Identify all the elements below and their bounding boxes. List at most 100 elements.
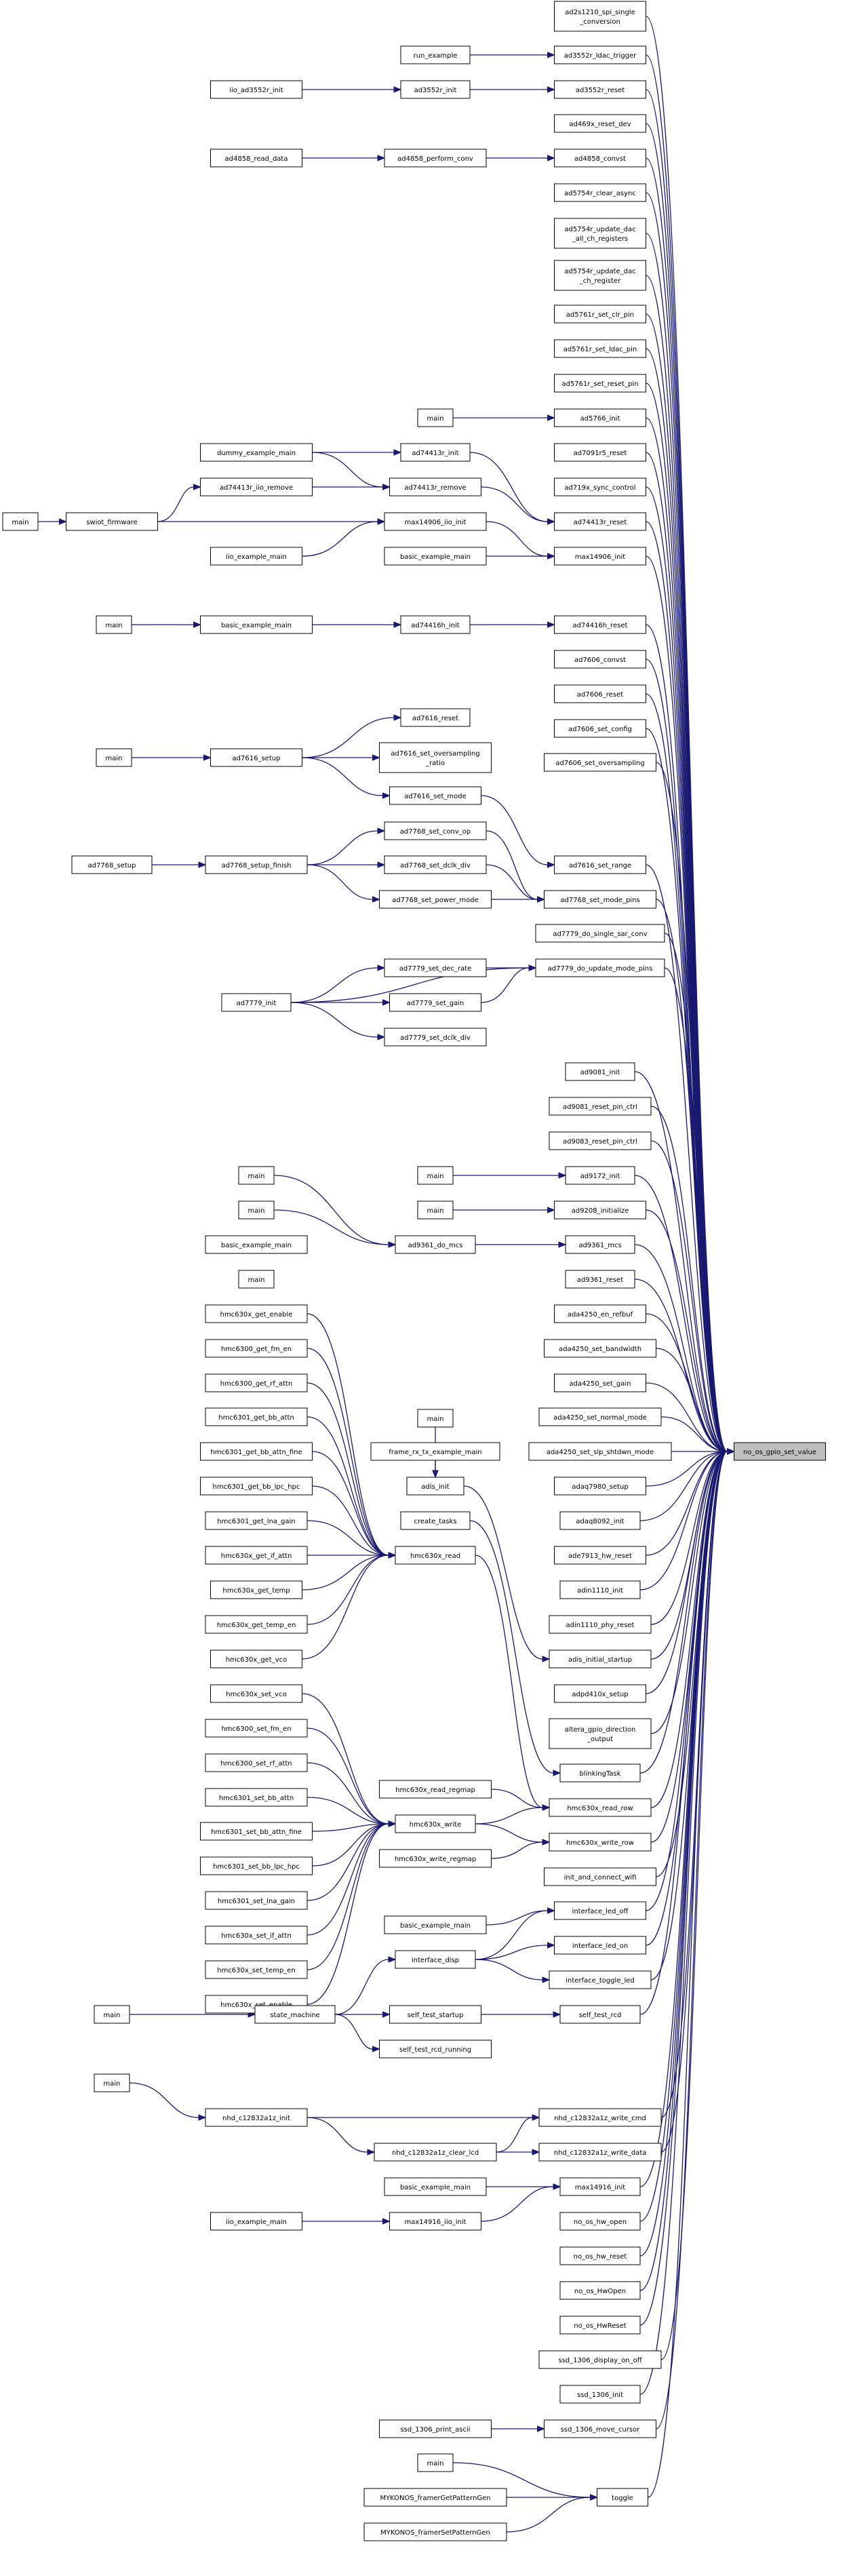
- node-ad9081_reset_pin_ctrl[interactable]: ad9081_reset_pin_ctrl: [549, 1097, 652, 1116]
- node-ad7616_set_oversampling_ratio[interactable]: ad7616_set_oversampling_ratio: [379, 742, 492, 773]
- node-iio_example_main_14916[interactable]: iio_example_main: [210, 2212, 302, 2231]
- node-ada4250_set_bandwidth[interactable]: ada4250_set_bandwidth: [544, 1339, 656, 1358]
- node-hmc630x_write[interactable]: hmc630x_write: [395, 1814, 476, 1833]
- node-interface_led_off[interactable]: interface_led_off: [554, 1901, 646, 1920]
- node-no_os_hw_reset[interactable]: no_os_hw_reset: [559, 2246, 641, 2265]
- node-ad7779_init[interactable]: ad7779_init: [221, 993, 292, 1012]
- node-max14906_init[interactable]: max14906_init: [554, 547, 646, 566]
- node-nhd_c12832a1z_write_cmd[interactable]: nhd_c12832a1z_write_cmd: [538, 2108, 662, 2127]
- node-ad469x_reset_dev[interactable]: ad469x_reset_dev: [554, 114, 646, 133]
- node-hmc630x_write_regmap[interactable]: hmc630x_write_regmap: [379, 1849, 492, 1868]
- node-ad7768_set_power_mode[interactable]: ad7768_set_power_mode: [379, 890, 492, 909]
- node-ad7779_set_dec_rate[interactable]: ad7779_set_dec_rate: [384, 958, 487, 977]
- node-hmc630x_read[interactable]: hmc630x_read: [395, 1546, 476, 1565]
- node-dummy_example_main[interactable]: dummy_example_main: [200, 443, 313, 462]
- node-init_and_connect_wifi[interactable]: init_and_connect_wifi: [544, 1867, 656, 1886]
- node-ada4250_set_slp_shtdwn_mode[interactable]: ada4250_set_slp_shtdwn_mode: [528, 1442, 672, 1461]
- node-hmc6301_set_bb_attn_fine[interactable]: hmc6301_set_bb_attn_fine: [200, 1822, 313, 1841]
- node-basic_example_main_2[interactable]: basic_example_main: [200, 615, 313, 634]
- node-ad4858_read_data[interactable]: ad4858_read_data: [210, 149, 302, 168]
- node-ad7616_set_range[interactable]: ad7616_set_range: [554, 855, 646, 874]
- node-hmc630x_set_temp_en[interactable]: hmc630x_set_temp_en: [205, 1960, 308, 1979]
- node-ad7616_reset[interactable]: ad7616_reset: [400, 708, 471, 727]
- node-self_test_rcd[interactable]: self_test_rcd: [559, 2005, 641, 2024]
- node-ad9208_initialize[interactable]: ad9208_initialize: [554, 1201, 646, 1219]
- node-ad74413r_init[interactable]: ad74413r_init: [400, 443, 471, 462]
- node-main_7616[interactable]: main: [96, 748, 132, 767]
- node-no_os_hw_open[interactable]: no_os_hw_open: [559, 2212, 641, 2231]
- node-main_hmc2[interactable]: main: [238, 1201, 275, 1219]
- node-ssd_1306_init[interactable]: ssd_1306_init: [559, 2385, 641, 2404]
- node-ad74416h_init[interactable]: ad74416h_init: [400, 615, 471, 634]
- node-nhd_c12832a1z_write_data[interactable]: nhd_c12832a1z_write_data: [538, 2143, 662, 2162]
- node-swiot_firmware[interactable]: swiot_firmware: [66, 512, 158, 531]
- node-adin1110_phy_reset[interactable]: adin1110_phy_reset: [549, 1615, 652, 1634]
- node-toggle[interactable]: toggle: [597, 2488, 648, 2507]
- node-ad9361_reset[interactable]: ad9361_reset: [565, 1270, 635, 1289]
- node-max14906_iio_init[interactable]: max14906_iio_init: [384, 512, 487, 531]
- node-hmc6301_get_bb_attn[interactable]: hmc6301_get_bb_attn: [205, 1407, 308, 1426]
- node-ad7768_setup_finish[interactable]: ad7768_setup_finish: [205, 855, 308, 874]
- node-basic_example_main_1[interactable]: basic_example_main: [384, 547, 487, 566]
- node-ad9172_init[interactable]: ad9172_init: [565, 1166, 635, 1185]
- node-hmc630x_get_temp[interactable]: hmc630x_get_temp: [210, 1580, 302, 1599]
- node-ad7606_convst[interactable]: ad7606_convst: [554, 650, 646, 669]
- node-main_nhd[interactable]: main: [94, 2073, 130, 2092]
- node-ad5761r_set_clr_pin[interactable]: ad5761r_set_clr_pin: [554, 305, 646, 324]
- node-hmc630x_get_if_attn[interactable]: hmc630x_get_if_attn: [205, 1546, 308, 1565]
- node-hmc6301_get_bb_attn_fine[interactable]: hmc6301_get_bb_attn_fine: [200, 1442, 313, 1461]
- node-ad2s1210_spi_single_conversion[interactable]: ad2s1210_spi_single_conversion: [554, 1, 646, 32]
- node-ad7091r5_reset[interactable]: ad7091r5_reset: [554, 443, 646, 462]
- node-iio_example_main_1[interactable]: iio_example_main: [210, 547, 302, 566]
- node-no_os_HwReset[interactable]: no_os_HwReset: [559, 2316, 641, 2335]
- node-ad7779_set_dclk_div[interactable]: ad7779_set_dclk_div: [384, 1028, 487, 1047]
- node-main_74416[interactable]: main: [96, 615, 132, 634]
- node-main_hmc3[interactable]: main: [238, 1270, 275, 1289]
- node-nhd_c12832a1z_clear_lcd[interactable]: nhd_c12832a1z_clear_lcd: [374, 2143, 497, 2162]
- node-ad5754r_clear_async[interactable]: ad5754r_clear_async: [554, 183, 646, 202]
- node-ada4250_set_normal_mode[interactable]: ada4250_set_normal_mode: [538, 1407, 662, 1426]
- node-hmc6300_get_rf_attn[interactable]: hmc6300_get_rf_attn: [205, 1373, 308, 1392]
- node-ada4250_en_refbuf[interactable]: ada4250_en_refbuf: [554, 1304, 646, 1323]
- node-main_toggle[interactable]: main: [417, 2453, 454, 2472]
- node-ad5766_init[interactable]: ad5766_init: [554, 408, 646, 427]
- node-adis_initial_startup[interactable]: adis_initial_startup: [549, 1650, 652, 1668]
- node-interface_disp[interactable]: interface_disp: [395, 1950, 476, 1969]
- node-hmc6300_set_rf_attn[interactable]: hmc6300_set_rf_attn: [205, 1753, 308, 1772]
- node-hmc630x_get_enable[interactable]: hmc630x_get_enable: [205, 1304, 308, 1323]
- node-hmc630x_set_if_attn[interactable]: hmc630x_set_if_attn: [205, 1926, 308, 1945]
- node-ssd_1306_display_on_off[interactable]: ssd_1306_display_on_off: [538, 2350, 662, 2369]
- node-ad7768_set_mode_pins[interactable]: ad7768_set_mode_pins: [544, 890, 656, 909]
- node-nhd_c12832a1z_init[interactable]: nhd_c12832a1z_init: [205, 2108, 308, 2127]
- node-ad5761r_set_reset_pin[interactable]: ad5761r_set_reset_pin: [554, 374, 646, 393]
- node-ad4858_perform_conv[interactable]: ad4858_perform_conv: [384, 149, 487, 168]
- node-main_5766[interactable]: main: [417, 408, 454, 427]
- node-adis_init[interactable]: adis_init: [406, 1477, 464, 1496]
- node-basic_example_main_14916[interactable]: basic_example_main: [384, 2177, 487, 2196]
- node-hmc630x_read_regmap[interactable]: hmc630x_read_regmap: [379, 1780, 492, 1799]
- node-main_9172[interactable]: main: [417, 1166, 454, 1185]
- node-no_os_HwOpen[interactable]: no_os_HwOpen: [559, 2281, 641, 2300]
- node-max14916_init[interactable]: max14916_init: [559, 2177, 641, 2196]
- node-ad9083_reset_pin_ctrl[interactable]: ad9083_reset_pin_ctrl: [549, 1131, 652, 1150]
- node-run_example[interactable]: run_example: [400, 45, 471, 64]
- node-hmc630x_get_vco[interactable]: hmc630x_get_vco: [210, 1650, 302, 1668]
- node-basic_example_main_hmc[interactable]: basic_example_main: [205, 1235, 308, 1254]
- node-interface_led_on[interactable]: interface_led_on: [554, 1936, 646, 1955]
- node-no_os_gpio_set_value[interactable]: no_os_gpio_set_value: [734, 1442, 826, 1461]
- node-hmc6301_set_lna_gain[interactable]: hmc6301_set_lna_gain: [205, 1891, 308, 1910]
- node-ad7768_set_dclk_div[interactable]: ad7768_set_dclk_div: [384, 855, 487, 874]
- node-ad7606_set_config[interactable]: ad7606_set_config: [554, 719, 646, 738]
- node-ad7779_do_single_sar_conv[interactable]: ad7779_do_single_sar_conv: [535, 924, 665, 943]
- node-MYKONOS_framerGetPatternGen[interactable]: MYKONOS_framerGetPatternGen: [363, 2488, 507, 2507]
- node-main_adis[interactable]: main: [417, 1409, 454, 1428]
- node-ad7768_set_conv_op[interactable]: ad7768_set_conv_op: [384, 821, 487, 840]
- node-ad74413r_remove[interactable]: ad74413r_remove: [389, 477, 481, 496]
- node-ad7606_set_oversampling[interactable]: ad7606_set_oversampling: [544, 753, 656, 772]
- node-ssd_1306_print_ascii[interactable]: ssd_1306_print_ascii: [379, 2419, 492, 2438]
- node-blinkingTask[interactable]: blinkingTask: [559, 1763, 641, 1782]
- node-main_sm[interactable]: main: [94, 2005, 130, 2024]
- node-state_machine[interactable]: state_machine: [254, 2005, 336, 2024]
- node-ad7779_set_gain[interactable]: ad7779_set_gain: [389, 993, 481, 1012]
- node-ade7913_hw_reset[interactable]: ade7913_hw_reset: [554, 1546, 646, 1565]
